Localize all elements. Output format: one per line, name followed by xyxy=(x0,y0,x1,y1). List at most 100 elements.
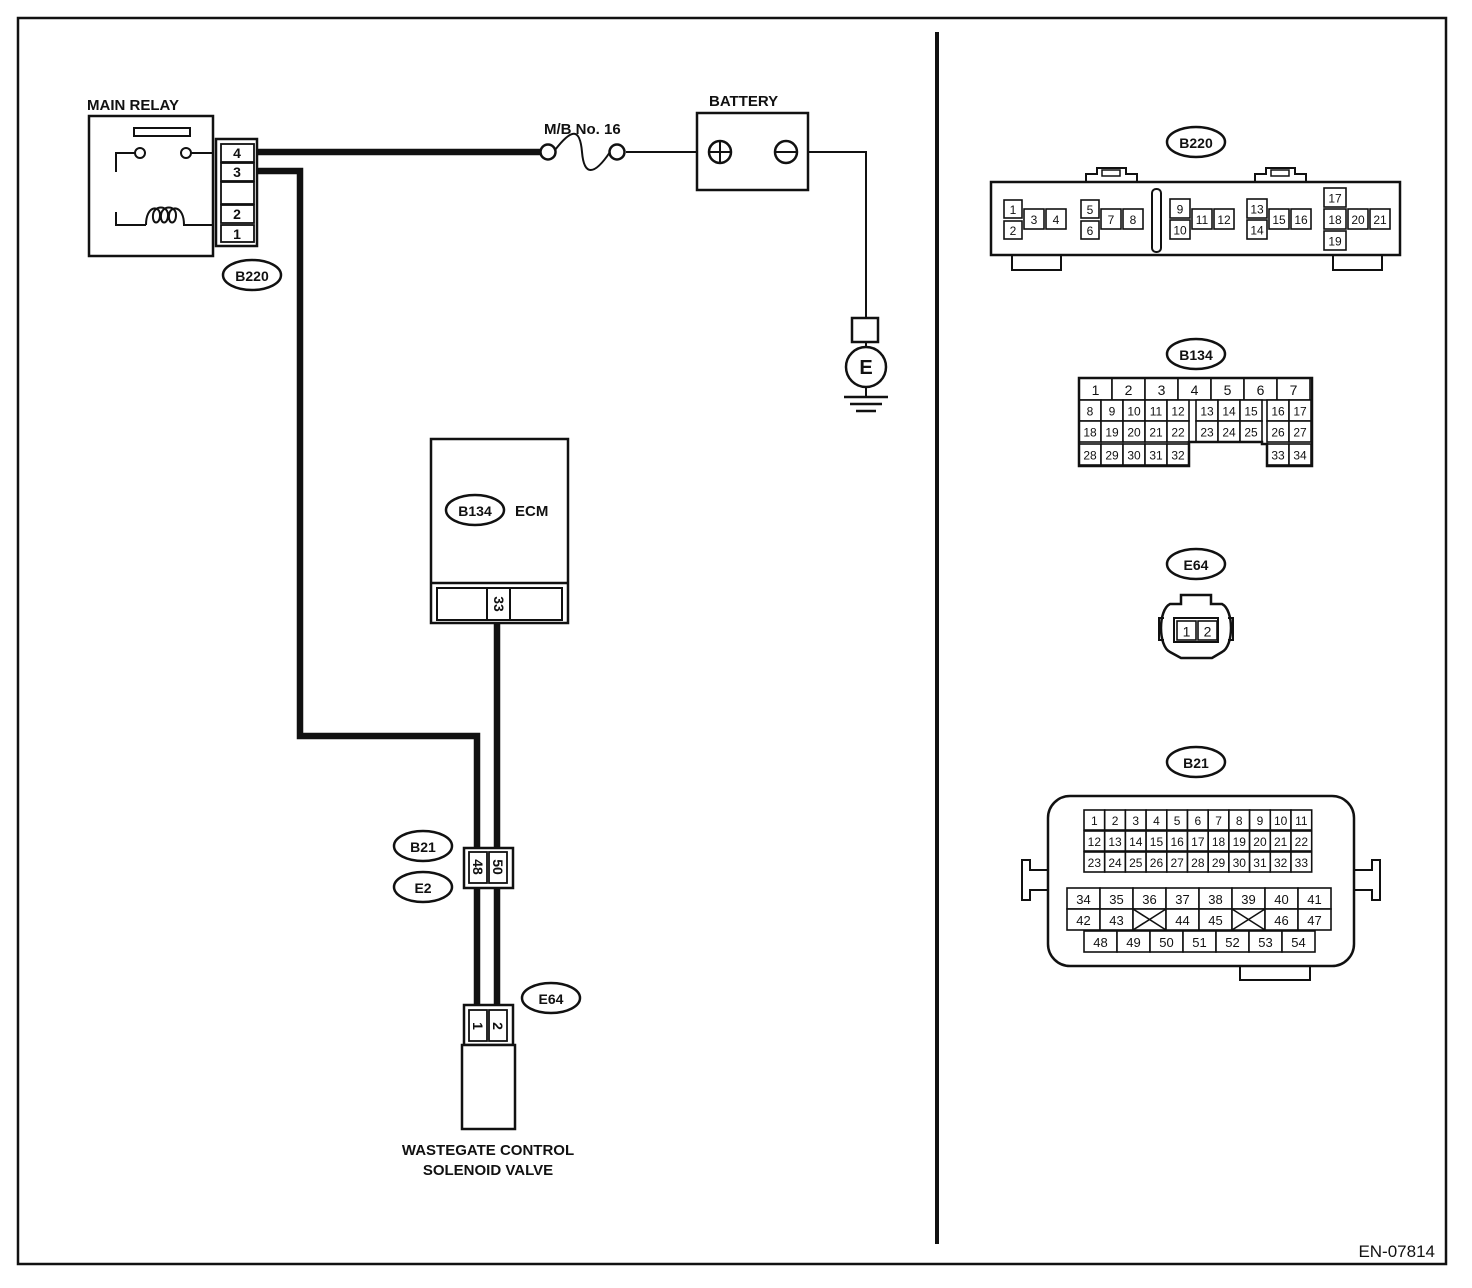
relay-contact-left xyxy=(134,147,146,159)
pin-number: 28 xyxy=(1191,856,1205,870)
blank-pin-mark xyxy=(1132,908,1167,931)
pin-cell xyxy=(1246,198,1268,219)
pin-number: 15 xyxy=(1150,835,1164,849)
pin-cell xyxy=(1290,208,1312,230)
solenoid-pin-2: 2 xyxy=(490,1022,506,1030)
svg-text:E2: E2 xyxy=(414,880,431,896)
pin-number: 21 xyxy=(1149,426,1163,440)
solenoid-label-line1: WASTEGATE CONTROL xyxy=(402,1142,574,1159)
pin-number: 6 xyxy=(1257,382,1265,398)
pin-number: 14 xyxy=(1250,224,1264,238)
wire-battery-ground xyxy=(808,151,867,318)
fuse: M/B No. 16 xyxy=(539,121,626,171)
pin-number: 15 xyxy=(1244,405,1258,419)
wire-relay3-b21-48 xyxy=(257,167,481,1008)
connector-tag-b21 xyxy=(392,829,454,863)
pin-number: 4 xyxy=(1153,814,1160,828)
pin-cell xyxy=(1213,208,1235,230)
pin-number: 7 xyxy=(1108,213,1115,227)
svg-text:B220: B220 xyxy=(235,268,269,284)
pin-number: 5 xyxy=(1174,814,1181,828)
pin-cell xyxy=(1003,199,1023,219)
pin-number: 40 xyxy=(1274,892,1288,907)
pin-number: 16 xyxy=(1271,405,1285,419)
pin-number: 17 xyxy=(1293,405,1307,419)
pin-number: 4 xyxy=(1053,213,1060,227)
svg-text:B134: B134 xyxy=(1179,347,1213,363)
relay-pin-3: 3 xyxy=(233,164,241,180)
figure-code: EN-07814 xyxy=(1358,1242,1435,1261)
pin-number: 8 xyxy=(1236,814,1243,828)
pin-number: 10 xyxy=(1127,405,1141,419)
pin-number: 22 xyxy=(1295,835,1309,849)
pin-number: 19 xyxy=(1328,235,1342,249)
pin-number: 18 xyxy=(1212,835,1226,849)
pin-number: 36 xyxy=(1142,892,1156,907)
pin-number: 14 xyxy=(1222,405,1236,419)
e64-view-tag xyxy=(1165,547,1227,581)
pin-number: 30 xyxy=(1233,856,1247,870)
pin-cell xyxy=(1323,208,1347,230)
pin-number: 2 xyxy=(1010,224,1017,238)
junction-connector: 48 50 B21 E2 xyxy=(392,829,515,904)
ecm-label: ECM xyxy=(515,503,548,520)
pin-number: 4 xyxy=(1191,382,1199,398)
svg-text:B21: B21 xyxy=(410,839,436,855)
pin-number: 12 xyxy=(1217,213,1231,227)
relay-contact-right xyxy=(180,147,192,159)
junction-pin-48: 48 xyxy=(470,859,486,875)
pin-number: 25 xyxy=(1129,856,1143,870)
pin-number: 46 xyxy=(1274,913,1288,928)
pin-number: 20 xyxy=(1351,213,1365,227)
pin-cell xyxy=(1176,620,1197,641)
pin-number: 13 xyxy=(1250,203,1264,217)
pin-number: 24 xyxy=(1108,856,1122,870)
pin-number: 25 xyxy=(1244,426,1258,440)
pin-cell xyxy=(1045,208,1067,230)
pin-number: 1 xyxy=(1183,624,1191,640)
pin-cell xyxy=(1166,420,1190,443)
fuse-terminal-left xyxy=(539,143,557,161)
pin-cell xyxy=(1290,851,1313,873)
ecm-connector xyxy=(436,587,563,621)
pin-number: 34 xyxy=(1076,892,1090,907)
svg-text:E64: E64 xyxy=(1184,557,1209,573)
pin-cell xyxy=(1197,620,1218,641)
pin-number: 39 xyxy=(1241,892,1255,907)
pin-number: 2 xyxy=(1204,624,1212,640)
pin-number: 44 xyxy=(1175,913,1189,928)
pin-number: 11 xyxy=(1150,405,1163,419)
pin-cell xyxy=(1169,219,1191,240)
pin-number: 47 xyxy=(1307,913,1321,928)
pin-number: 7 xyxy=(1215,814,1222,828)
pin-number: 54 xyxy=(1291,935,1305,950)
svg-text:B21: B21 xyxy=(1183,755,1209,771)
pin-number: 24 xyxy=(1222,426,1236,440)
pin-number: 48 xyxy=(1093,935,1107,950)
pin-number: 8 xyxy=(1130,213,1137,227)
pin-number: 21 xyxy=(1373,213,1387,227)
relay-coil-icon xyxy=(115,206,213,226)
pin-number: 17 xyxy=(1328,192,1342,206)
pin-cell xyxy=(1297,908,1332,931)
pin-number: 22 xyxy=(1171,426,1185,440)
ecm: 33 B134 ECM xyxy=(429,437,570,625)
pin-number: 5 xyxy=(1087,203,1094,217)
svg-text:E64: E64 xyxy=(539,991,564,1007)
pin-number: 23 xyxy=(1088,856,1102,870)
pin-number: 9 xyxy=(1257,814,1264,828)
pin-number: 45 xyxy=(1208,913,1222,928)
pin-number: 34 xyxy=(1293,449,1307,463)
pin-number: 9 xyxy=(1109,405,1116,419)
pin-number: 1 xyxy=(1092,382,1100,398)
pin-number: 27 xyxy=(1170,856,1184,870)
pin-number: 33 xyxy=(1271,449,1285,463)
pin-number: 8 xyxy=(1087,405,1094,419)
pin-number: 42 xyxy=(1076,913,1090,928)
ecm-pin-33: 33 xyxy=(491,596,507,612)
outer-frame xyxy=(16,16,1448,1266)
